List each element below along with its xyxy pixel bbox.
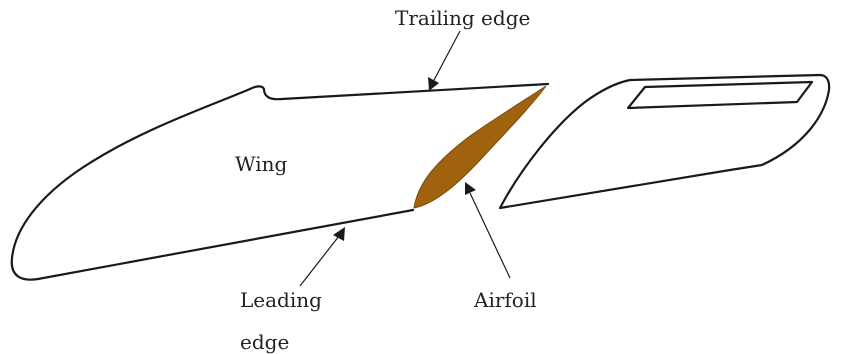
- airfoil-arrowhead: [465, 182, 476, 195]
- leading-edge-leader: [299, 235, 340, 287]
- airfoil-label: Airfoil: [473, 288, 537, 312]
- wing-label: Wing: [235, 152, 287, 176]
- airfoil-cross-section: [413, 85, 547, 209]
- wing-section-outline: [10, 82, 550, 281]
- trailing-edge-arrowhead: [428, 77, 439, 91]
- leading-edge-label-line1: Leading: [240, 288, 322, 312]
- outboard-wing-outline: [498, 73, 831, 210]
- leading-edge-label-line2: edge: [240, 330, 289, 354]
- leading-edge-arrowhead: [333, 227, 345, 241]
- trailing-edge-label: Trailing edge: [395, 6, 530, 30]
- trailing-edge-leader: [432, 30, 461, 83]
- aileron-outline: [626, 80, 814, 110]
- airfoil-leader: [469, 192, 511, 279]
